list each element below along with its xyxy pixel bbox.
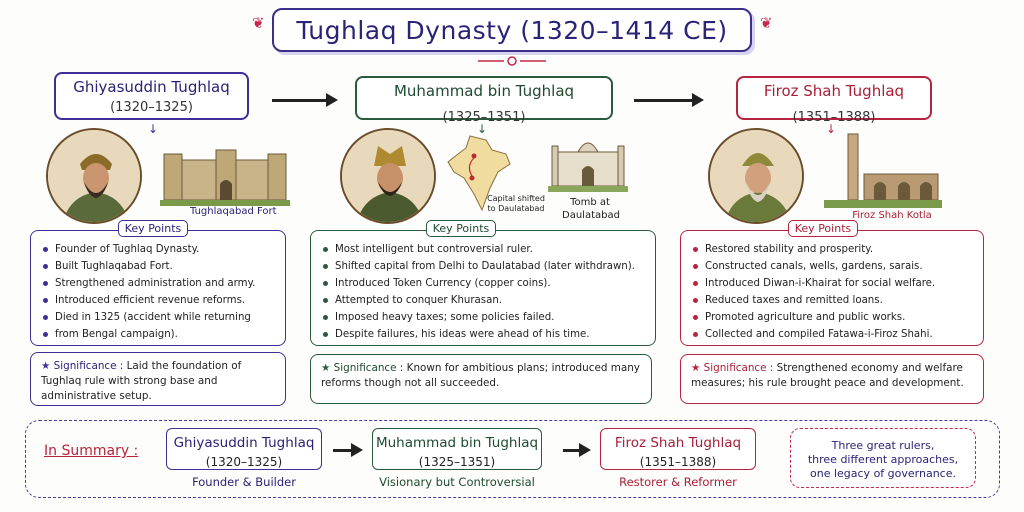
- star-icon: ★: [321, 362, 331, 374]
- ruler-3-name: Firoz Shah Tughlaq: [763, 82, 905, 100]
- ruler-1-image-caption: Tughlaqabad Fort: [190, 206, 277, 217]
- summary-quote-line: Three great rulers,: [831, 439, 935, 452]
- summary-ruler-3-name: Firoz Shah Tughlaq: [614, 435, 742, 451]
- summary-ruler-2-role: Visionary but Controversial: [379, 475, 535, 489]
- title-right-ornament: ❦: [760, 14, 773, 32]
- summary-ruler-1-role: Founder & Builder: [192, 475, 296, 489]
- summary-ruler-3-years: (1351–1388): [639, 455, 717, 469]
- summary-label: In Summary :: [44, 443, 139, 459]
- down-arrow-2: ↓: [477, 122, 488, 136]
- ruler-2-significance-label: Significance :: [333, 362, 404, 374]
- ruler-3-point: Restored stability and prosperity.: [691, 241, 973, 258]
- ruler-3-point: Collected and compiled Fatawa-i-Firoz Sh…: [691, 326, 973, 343]
- ruler-2-point: Despite failures, his ideas were ahead o…: [321, 326, 645, 343]
- tughlaqabad-fort-illustration: [160, 140, 290, 206]
- ruler-2-significance: ★ Significance : Known for ambitious pla…: [310, 354, 652, 404]
- ruler-2-key-points: Most intelligent but controversial ruler…: [310, 230, 656, 346]
- ruler-1-significance-label: Significance :: [53, 360, 124, 372]
- ruler-2-point: Attempted to conquer Khurasan.: [321, 292, 645, 309]
- india-map-illustration: [440, 132, 520, 214]
- summary-arrow-1: [333, 449, 353, 452]
- ruler-1-point: Introduced efficient revenue reforms.: [41, 292, 275, 309]
- down-arrow-3: ↓: [826, 122, 837, 136]
- ruler-2-name: Muhammad bin Tughlaq: [393, 82, 575, 100]
- summary-quote: Three great rulers, three different appr…: [790, 428, 976, 488]
- ruler-1-point: Died in 1325 (accident while returning: [41, 309, 275, 326]
- ruler-2-map-caption: Capital shifted to Daulatabad: [487, 194, 545, 213]
- star-icon: ★: [41, 360, 51, 372]
- ruler-3-key-points-label: Key Points: [788, 220, 858, 237]
- ruler-1-point-continued: from Bengal campaign).: [41, 326, 275, 343]
- ruler-3-point: Constructed canals, wells, gardens, sara…: [691, 258, 973, 275]
- ruler-3-point: Introduced Diwan-i-Khairat for social we…: [691, 275, 973, 292]
- summary-arrow-2-head: [579, 443, 591, 457]
- ruler-3-name-box: Firoz Shah Tughlaq (1351–1388): [736, 76, 932, 125]
- summary-ruler-3-role: Restorer & Reformer: [619, 475, 737, 489]
- ruler-3-significance-text: Strengthened economy and welfare measure…: [691, 362, 964, 389]
- portrait-firoz-shah: [708, 128, 804, 224]
- ruler-1-key-points-label: Key Points: [118, 220, 188, 237]
- summary-arrow-2: [563, 449, 581, 452]
- ruler-3-years: (1351–1388): [792, 110, 876, 125]
- down-arrow-1: ↓: [148, 122, 159, 136]
- ruler-1-years: (1320–1325): [110, 100, 193, 115]
- ruler-2-key-points-label: Key Points: [426, 220, 496, 237]
- star-icon: ★: [691, 362, 701, 374]
- ruler-3-significance: ★ Significance : Strengthened economy an…: [680, 354, 984, 404]
- ruler-2-point: Shifted capital from Delhi to Daulatabad…: [321, 258, 645, 275]
- title-underline-ornament: [478, 52, 546, 66]
- ruler-2-point: Imposed heavy taxes; some policies faile…: [321, 309, 645, 326]
- ruler-2-image-caption: Tomb at Daulatabad: [562, 197, 620, 221]
- title-left-ornament: ❦: [252, 14, 265, 32]
- ruler-1-point: Strengthened administration and army.: [41, 275, 275, 292]
- ruler-2-point: Most intelligent but controversial ruler…: [321, 241, 645, 258]
- ruler-2-years: (1325–1351): [442, 110, 526, 125]
- arrow-2-3-head: [692, 93, 704, 107]
- ruler-1-significance-text: Laid the foundation of Tughlaq rule with…: [41, 360, 242, 402]
- page-title: Tughlaq Dynasty (1320–1414 CE): [296, 15, 728, 45]
- summary-quote-line: three different approaches,: [807, 453, 959, 466]
- ruler-1-point: Built Tughlaqabad Fort.: [41, 258, 275, 275]
- arrow-2-3: [634, 99, 694, 102]
- summary-ruler-1: Ghiyasuddin Tughlaq (1320–1325): [166, 428, 322, 470]
- ruler-1-point: Founder of Tughlaq Dynasty.: [41, 241, 275, 258]
- summary-ruler-1-years: (1320–1325): [205, 455, 283, 469]
- portrait-muhammad: [340, 128, 436, 224]
- ruler-1-name: Ghiyasuddin Tughlaq: [73, 78, 230, 96]
- ruler-3-image-caption: Firoz Shah Kotla: [852, 210, 932, 221]
- page-title-box: Tughlaq Dynasty (1320–1414 CE): [272, 8, 752, 52]
- summary-ruler-1-name: Ghiyasuddin Tughlaq: [173, 435, 315, 451]
- ruler-2-significance-text: Known for ambitious plans; introduced ma…: [321, 362, 640, 389]
- arrow-1-2: [272, 99, 328, 102]
- ruler-2-name-box: Muhammad bin Tughlaq (1325–1351): [355, 76, 613, 125]
- summary-ruler-2-years: (1325–1351): [418, 455, 496, 469]
- summary-quote-line: one legacy of governance.: [810, 467, 956, 480]
- summary-arrow-1-head: [351, 443, 363, 457]
- summary-ruler-3: Firoz Shah Tughlaq (1351–1388): [600, 428, 756, 470]
- summary-section: [25, 420, 1000, 498]
- ruler-3-key-points: Restored stability and prosperity. Const…: [680, 230, 984, 346]
- firoz-shah-kotla-illustration: [824, 130, 942, 208]
- ruler-1-name-box: Ghiyasuddin Tughlaq (1320–1325): [54, 72, 249, 120]
- ruler-1-key-points: Founder of Tughlaq Dynasty. Built Tughla…: [30, 230, 286, 346]
- summary-ruler-2-name: Muhammad bin Tughlaq: [375, 435, 539, 451]
- ruler-3-point: Promoted agriculture and public works.: [691, 309, 973, 326]
- summary-ruler-2: Muhammad bin Tughlaq (1325–1351): [372, 428, 542, 470]
- ruler-1-significance: ★ Significance : Laid the foundation of …: [30, 352, 286, 406]
- ruler-3-significance-label: Significance :: [703, 362, 774, 374]
- arrow-1-2-head: [326, 93, 338, 107]
- ruler-3-point: Reduced taxes and remitted loans.: [691, 292, 973, 309]
- ruler-2-point: Introduced Token Currency (copper coins)…: [321, 275, 645, 292]
- daulatabad-tomb-illustration: [548, 130, 628, 192]
- portrait-ghiyasuddin: [46, 128, 142, 224]
